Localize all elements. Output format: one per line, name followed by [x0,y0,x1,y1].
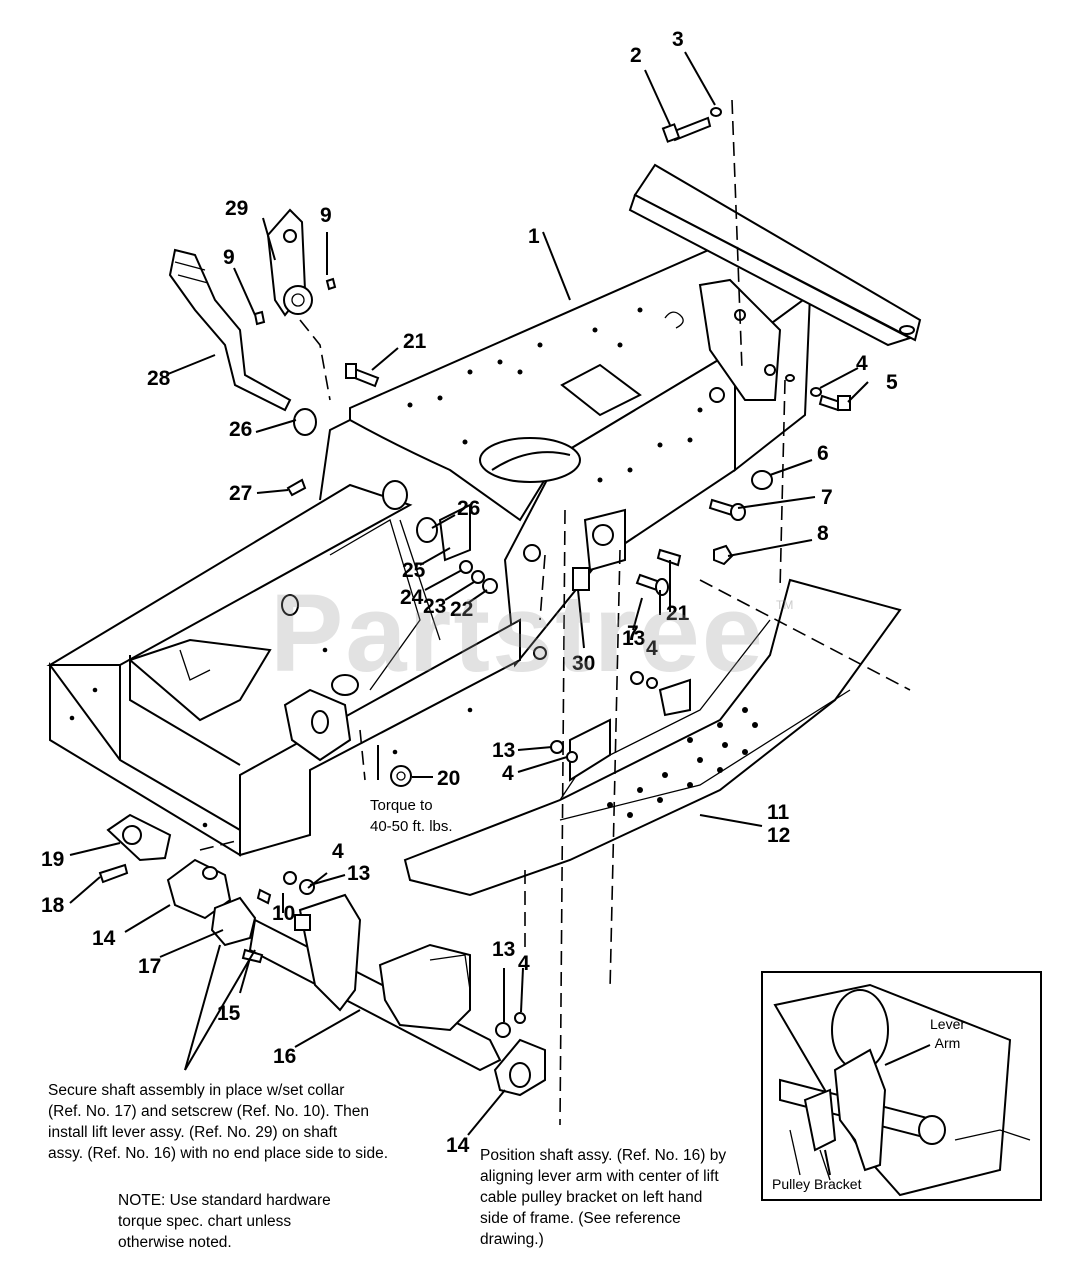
watermark: Partstree [270,572,765,695]
label-4: 4 [856,352,868,375]
label-4: 4 [332,840,344,863]
label-6: 6 [817,442,829,465]
label-5: 5 [886,371,898,394]
label-29: 29 [225,197,248,220]
label-24: 24 [400,586,424,609]
rear-crossmember [628,163,922,347]
torque-note: Torque to 40-50 ft. lbs. [370,797,453,835]
part-labels: 1 2 3 4 5 6 7 8 21 7 13 4 30 29 9 9 21 2… [41,28,898,1157]
label-3: 3 [672,28,684,51]
label-14: 14 [92,927,116,950]
lift-pedal-assembly [168,208,337,412]
main-frame [319,243,812,668]
secure-shaft-note: Secure shaft assembly in place w/set col… [48,1082,389,1162]
label-26: 26 [229,418,252,441]
label-26: 26 [457,497,480,520]
assembly-lines [199,99,911,1126]
label-21: 21 [403,330,427,353]
label-13: 13 [622,627,645,650]
label-16: 16 [273,1045,296,1068]
label-9: 9 [320,204,332,227]
label-11: 11 [767,801,790,824]
reference-inset [761,971,1042,1201]
label-4: 4 [646,637,658,660]
hardware-torque-note: NOTE: Use standard hardware torque spec.… [118,1192,331,1251]
pulley-bracket-label: Pulley Bracket [772,1176,862,1192]
label-10: 10 [272,902,295,925]
label-7: 7 [821,486,833,509]
label-30: 30 [572,652,595,675]
label-13: 13 [492,938,515,961]
label-25: 25 [402,559,426,582]
label-15: 15 [217,1002,241,1025]
label-4: 4 [518,952,530,975]
trademark-mark: TM [776,598,794,612]
label-23: 23 [423,595,446,618]
label-9: 9 [223,246,235,269]
lower-frame [46,483,521,857]
label-17: 17 [138,955,161,978]
label-20: 20 [437,767,460,790]
lever-arm-label: Lever Arm [930,1016,966,1051]
label-19: 19 [41,848,64,871]
label-22: 22 [450,598,473,621]
label-21: 21 [666,602,690,625]
label-12: 12 [767,824,790,847]
leader-lines [69,51,869,1136]
label-14: 14 [446,1134,470,1157]
label-18: 18 [41,894,65,917]
label-4: 4 [502,762,514,785]
label-2: 2 [630,44,642,67]
label-8: 8 [817,522,829,545]
label-28: 28 [147,367,171,390]
label-13: 13 [347,862,370,885]
label-13: 13 [492,739,515,762]
label-27: 27 [229,482,252,505]
label-7: 7 [627,622,639,645]
label-1: 1 [528,225,540,248]
shaft-assembly [98,813,546,1097]
hardware [286,107,851,787]
position-shaft-note: Position shaft assy. (Ref. No. 16) by al… [480,1147,727,1248]
